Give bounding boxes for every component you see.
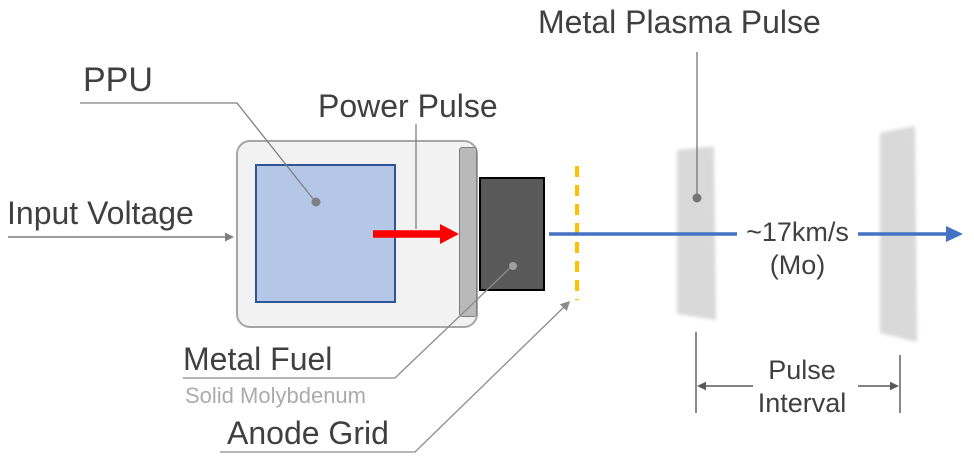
ppu-label: PPU (83, 61, 153, 99)
beam-arrowhead-icon (946, 226, 963, 242)
metal-plasma-pulse-leader-dot (692, 193, 702, 203)
anode-grid-label: Anode Grid (227, 415, 389, 451)
pulse-interval-arrowhead-right-icon (890, 381, 899, 391)
plasma-pulse-shape-1 (677, 146, 716, 320)
anode-grid-leader-arrowhead-icon (559, 301, 570, 311)
ppu-capacitor-box (255, 164, 396, 303)
input-voltage-arrowhead-icon (225, 232, 234, 242)
pulse-interval-label: Pulse Interval (742, 354, 862, 420)
metal-fuel-label: Metal Fuel (183, 341, 333, 377)
pulse-interval-label-line2: Interval (757, 388, 847, 418)
plasma-pulse-shape-2 (880, 126, 917, 342)
exhaust-material-label: (Mo) (769, 250, 826, 280)
ppu-backplate (459, 147, 477, 317)
pulse-interval-arrowhead-left-icon (697, 381, 706, 391)
input-voltage-label: Input Voltage (7, 195, 194, 231)
metal-fuel-box (479, 177, 545, 291)
pulse-interval-label-line1: Pulse (768, 355, 836, 385)
metal-plasma-pulse-label: Metal Plasma Pulse (538, 4, 821, 40)
exhaust-speed-label: ~17km/s (746, 217, 849, 247)
metal-fuel-sublabel: Solid Molybdenum (185, 383, 366, 408)
power-pulse-label: Power Pulse (318, 88, 498, 124)
